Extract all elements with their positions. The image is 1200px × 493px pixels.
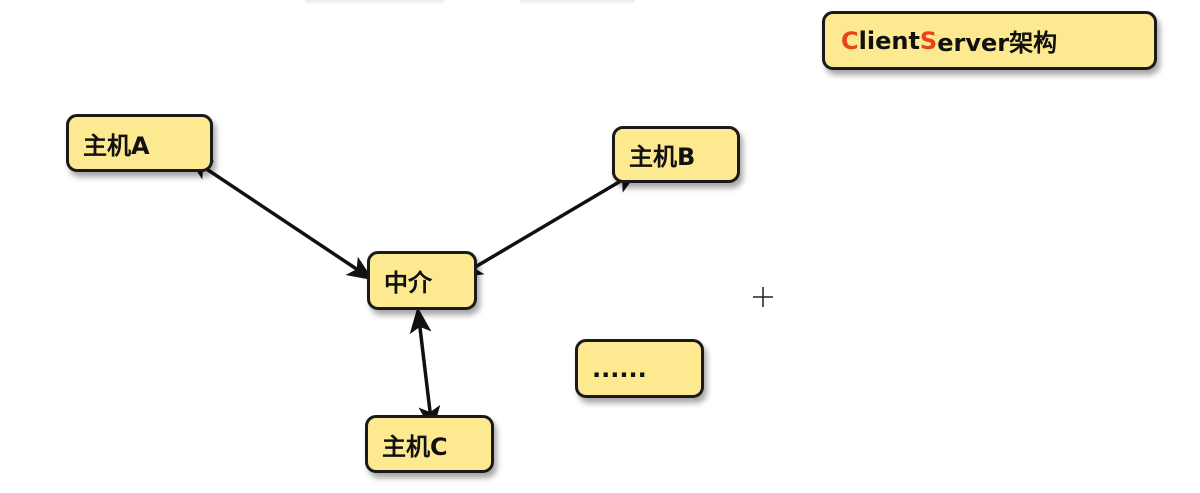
broker-label: 中介 <box>384 269 432 297</box>
title-initial-c: C <box>841 26 859 55</box>
top-shadow-left <box>305 0 445 5</box>
host-c-label: 主机C <box>382 432 448 461</box>
title-server-rest: erver架构 <box>937 29 1058 57</box>
arrow-broker-host-c <box>409 307 441 432</box>
crosshair-cursor-icon <box>753 287 773 307</box>
host-b-label: 主机B <box>629 143 696 171</box>
host-a-node: 主机A <box>66 114 213 172</box>
more-hosts-node: ...... <box>575 339 704 398</box>
top-shadow-right <box>520 0 635 5</box>
title-initial-s: S <box>919 26 938 55</box>
arrow-host-b-broker <box>456 169 640 279</box>
host-c-node: 主机C <box>365 415 494 473</box>
arrow-host-a-broker <box>186 155 374 281</box>
broker-node: 中介 <box>367 251 477 310</box>
host-a-label: 主机A <box>83 131 150 160</box>
more-hosts-label: ...... <box>592 354 647 383</box>
title-client-rest: lient <box>858 26 920 55</box>
host-b-node: 主机B <box>612 126 740 183</box>
